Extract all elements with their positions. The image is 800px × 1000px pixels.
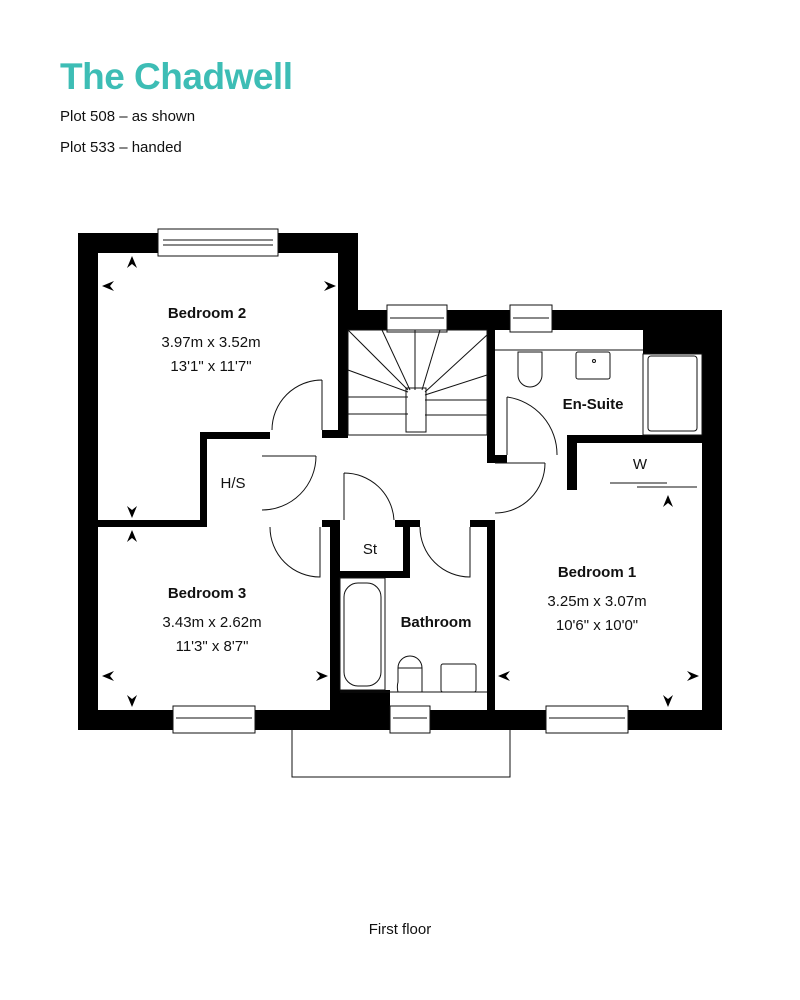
bathroom-toilet (396, 655, 423, 693)
bedroom3-metric: 3.43m x 2.62m (162, 614, 261, 631)
door-bathroom (419, 526, 471, 578)
doors (261, 379, 697, 578)
door-ensuite (506, 396, 558, 456)
door-bedroom2 (271, 379, 323, 431)
dimension-arrows (102, 256, 699, 707)
window (545, 705, 629, 734)
window (157, 228, 279, 257)
basin (575, 351, 611, 380)
bedroom2-imperial: 13'1" x 11'7" (170, 358, 251, 375)
staircase (347, 329, 488, 436)
toilet (517, 351, 543, 388)
bathroom-label: Bathroom (401, 614, 472, 631)
st-label: St (363, 541, 378, 558)
door-st (343, 472, 395, 521)
bay-outline (291, 730, 511, 778)
door-bedroom3 (269, 526, 321, 578)
hs-label: H/S (220, 475, 245, 492)
windows (157, 228, 629, 734)
wardrobe-label: W (633, 456, 648, 473)
bathroom-basin (440, 663, 477, 693)
door-bedroom1 (494, 462, 546, 514)
plot-line-2: Plot 533 – handed (60, 139, 182, 156)
bedroom1-label: Bedroom 1 (558, 564, 636, 581)
bedroom3-imperial: 11'3" x 8'7" (176, 638, 249, 655)
door-hs (261, 455, 317, 511)
window (389, 705, 431, 734)
fixtures (339, 349, 703, 693)
floor-caption: First floor (368, 921, 432, 938)
ensuite-label: En-Suite (563, 396, 624, 413)
bedroom2-metric: 3.97m x 3.52m (161, 334, 260, 351)
window (172, 705, 256, 734)
bedroom1-imperial: 10'6" x 10'0" (556, 617, 638, 634)
bedroom3-label: Bedroom 3 (168, 585, 246, 602)
bedroom2-label: Bedroom 2 (168, 305, 246, 322)
plot-line-1: Plot 508 – as shown (60, 108, 196, 125)
bedroom1-metric: 3.25m x 3.07m (547, 593, 646, 610)
bath (343, 582, 382, 687)
page-title: The Chadwell (60, 56, 293, 97)
shower-tray (647, 355, 698, 432)
